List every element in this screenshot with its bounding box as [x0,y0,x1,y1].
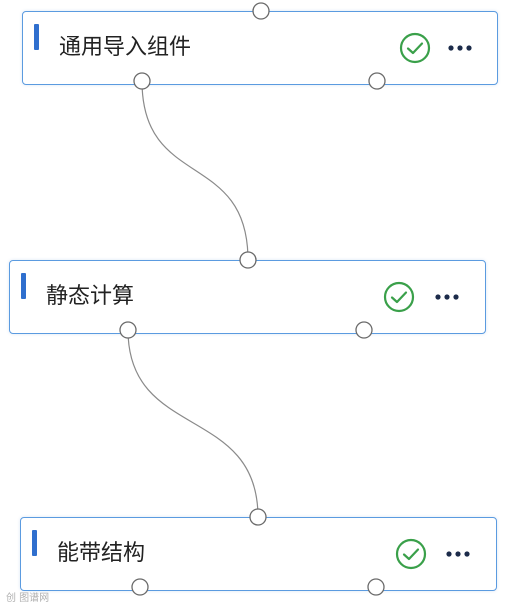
node-accent-bar [21,273,26,299]
node-accent-bar [32,530,37,556]
node-1-output-port-right[interactable] [368,72,386,90]
node-2-input-port[interactable] [239,251,257,269]
watermark: 创 图谱网 [6,593,50,604]
more-horizontal-icon[interactable] [443,540,473,568]
node-2-output-port-right[interactable] [355,321,373,339]
node-accent-bar [34,24,39,50]
node-3-output-port-right[interactable] [367,578,385,596]
check-circle-icon[interactable] [399,32,431,64]
node-2-output-port-left[interactable] [119,321,137,339]
node-1-input-port[interactable] [252,2,270,20]
node-3-input-port[interactable] [249,508,267,526]
node-band-structure[interactable]: 能带结构 [20,517,497,591]
node-title: 通用导入组件 [59,35,192,60]
edge-1-to-2[interactable] [141,80,249,261]
node-1-output-port-left[interactable] [133,72,151,90]
node-3-output-port-left[interactable] [131,578,149,596]
check-circle-icon[interactable] [383,281,415,313]
node-title: 能带结构 [57,541,146,566]
node-static-calculation[interactable]: 静态计算 [9,260,486,334]
node-title: 静态计算 [46,284,135,309]
edge-2-to-3[interactable] [127,329,259,518]
check-circle-icon[interactable] [395,538,427,570]
more-horizontal-icon[interactable] [445,34,475,62]
more-horizontal-icon[interactable] [432,283,462,311]
node-generic-import[interactable]: 通用导入组件 [22,11,498,85]
